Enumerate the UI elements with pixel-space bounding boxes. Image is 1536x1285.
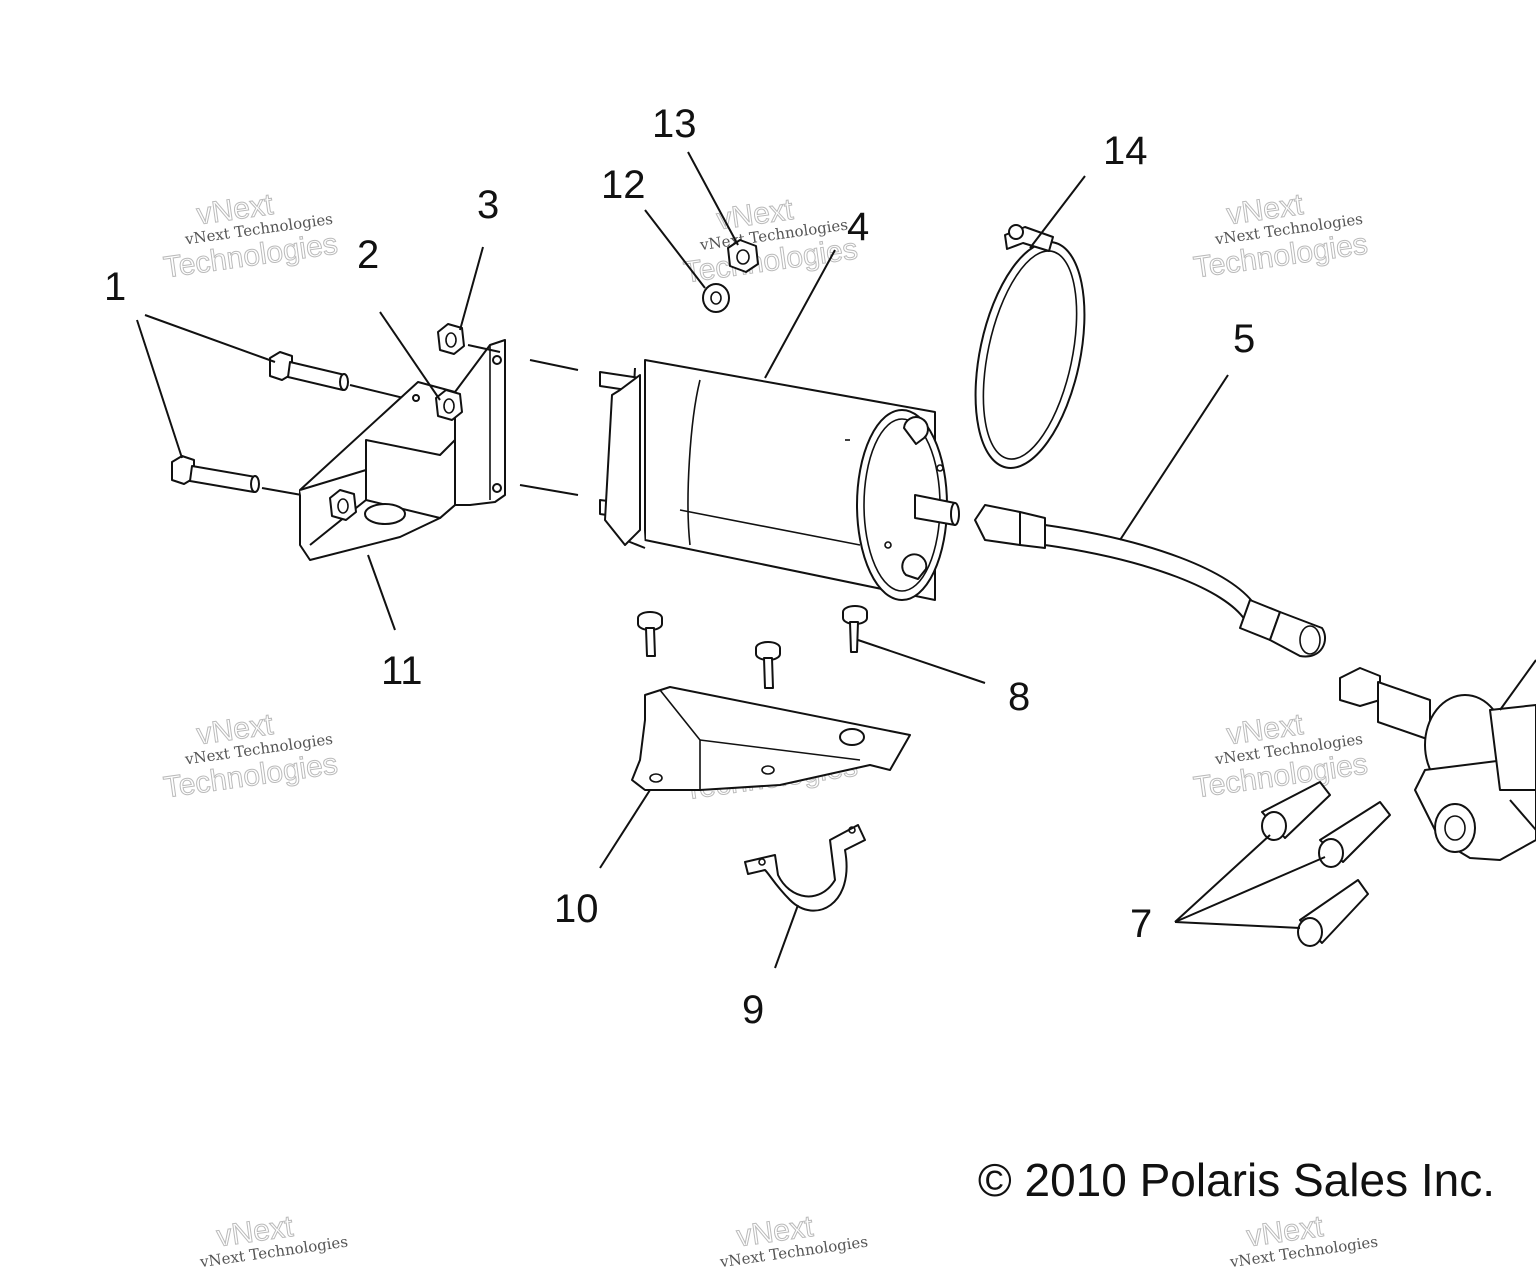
stud-axis-lower xyxy=(519,484,579,496)
nut-2 xyxy=(435,389,463,421)
washer xyxy=(702,283,730,313)
watermark: vNext vNext Technologies Technologies xyxy=(681,193,860,291)
bolt-upper xyxy=(269,351,349,391)
callout-2: 2 xyxy=(357,233,379,277)
watermark: vNext vNext Technologies xyxy=(1228,1210,1379,1272)
callout-13: 13 xyxy=(652,102,697,146)
nut-3 xyxy=(437,323,465,355)
watermark: vNext vNext Technologies Technologies xyxy=(1191,188,1370,286)
watermark: vNext vNext Technologies Technologies xyxy=(161,708,340,806)
support-bracket xyxy=(631,686,911,791)
callout-14: 14 xyxy=(1103,129,1148,173)
starter-cable xyxy=(974,504,1327,658)
copyright-notice: © 2010 Polaris Sales Inc. xyxy=(978,1154,1495,1206)
screw-b xyxy=(755,641,781,689)
leader-lines xyxy=(136,151,1536,969)
starter-motor xyxy=(599,359,960,601)
cap-screw-c xyxy=(1297,879,1369,947)
callout-labels: 1 2 3 4 5 7 8 9 10 11 12 13 14 xyxy=(104,102,1255,1032)
watermark: vNext vNext Technologies Technologies xyxy=(1191,708,1370,806)
hose-clamp xyxy=(974,224,1086,469)
stud-axis-upper xyxy=(467,344,579,371)
callout-10: 10 xyxy=(554,887,599,931)
drive-gear-assembly xyxy=(1339,667,1536,861)
cap-screw-a xyxy=(1261,781,1331,841)
callout-3: 3 xyxy=(477,183,499,227)
callout-5: 5 xyxy=(1233,317,1255,361)
callout-1: 1 xyxy=(104,265,126,309)
flange-nut xyxy=(727,239,759,273)
callout-11: 11 xyxy=(381,649,423,693)
callout-7: 7 xyxy=(1130,902,1152,946)
callout-8: 8 xyxy=(1008,675,1030,719)
bolt-lower xyxy=(171,455,260,493)
screw-c xyxy=(842,605,868,653)
callout-9: 9 xyxy=(742,988,764,1032)
callout-12: 12 xyxy=(601,163,646,207)
screw-a xyxy=(637,611,663,657)
nut-lower xyxy=(329,489,357,521)
watermark: vNext vNext Technologies xyxy=(198,1210,349,1272)
callout-4: 4 xyxy=(847,205,869,249)
watermark: vNext vNext Technologies xyxy=(718,1210,869,1272)
cap-screw-b xyxy=(1318,801,1391,868)
watermark: vNext vNext Technologies Technologies xyxy=(161,188,340,286)
strap xyxy=(744,824,866,912)
